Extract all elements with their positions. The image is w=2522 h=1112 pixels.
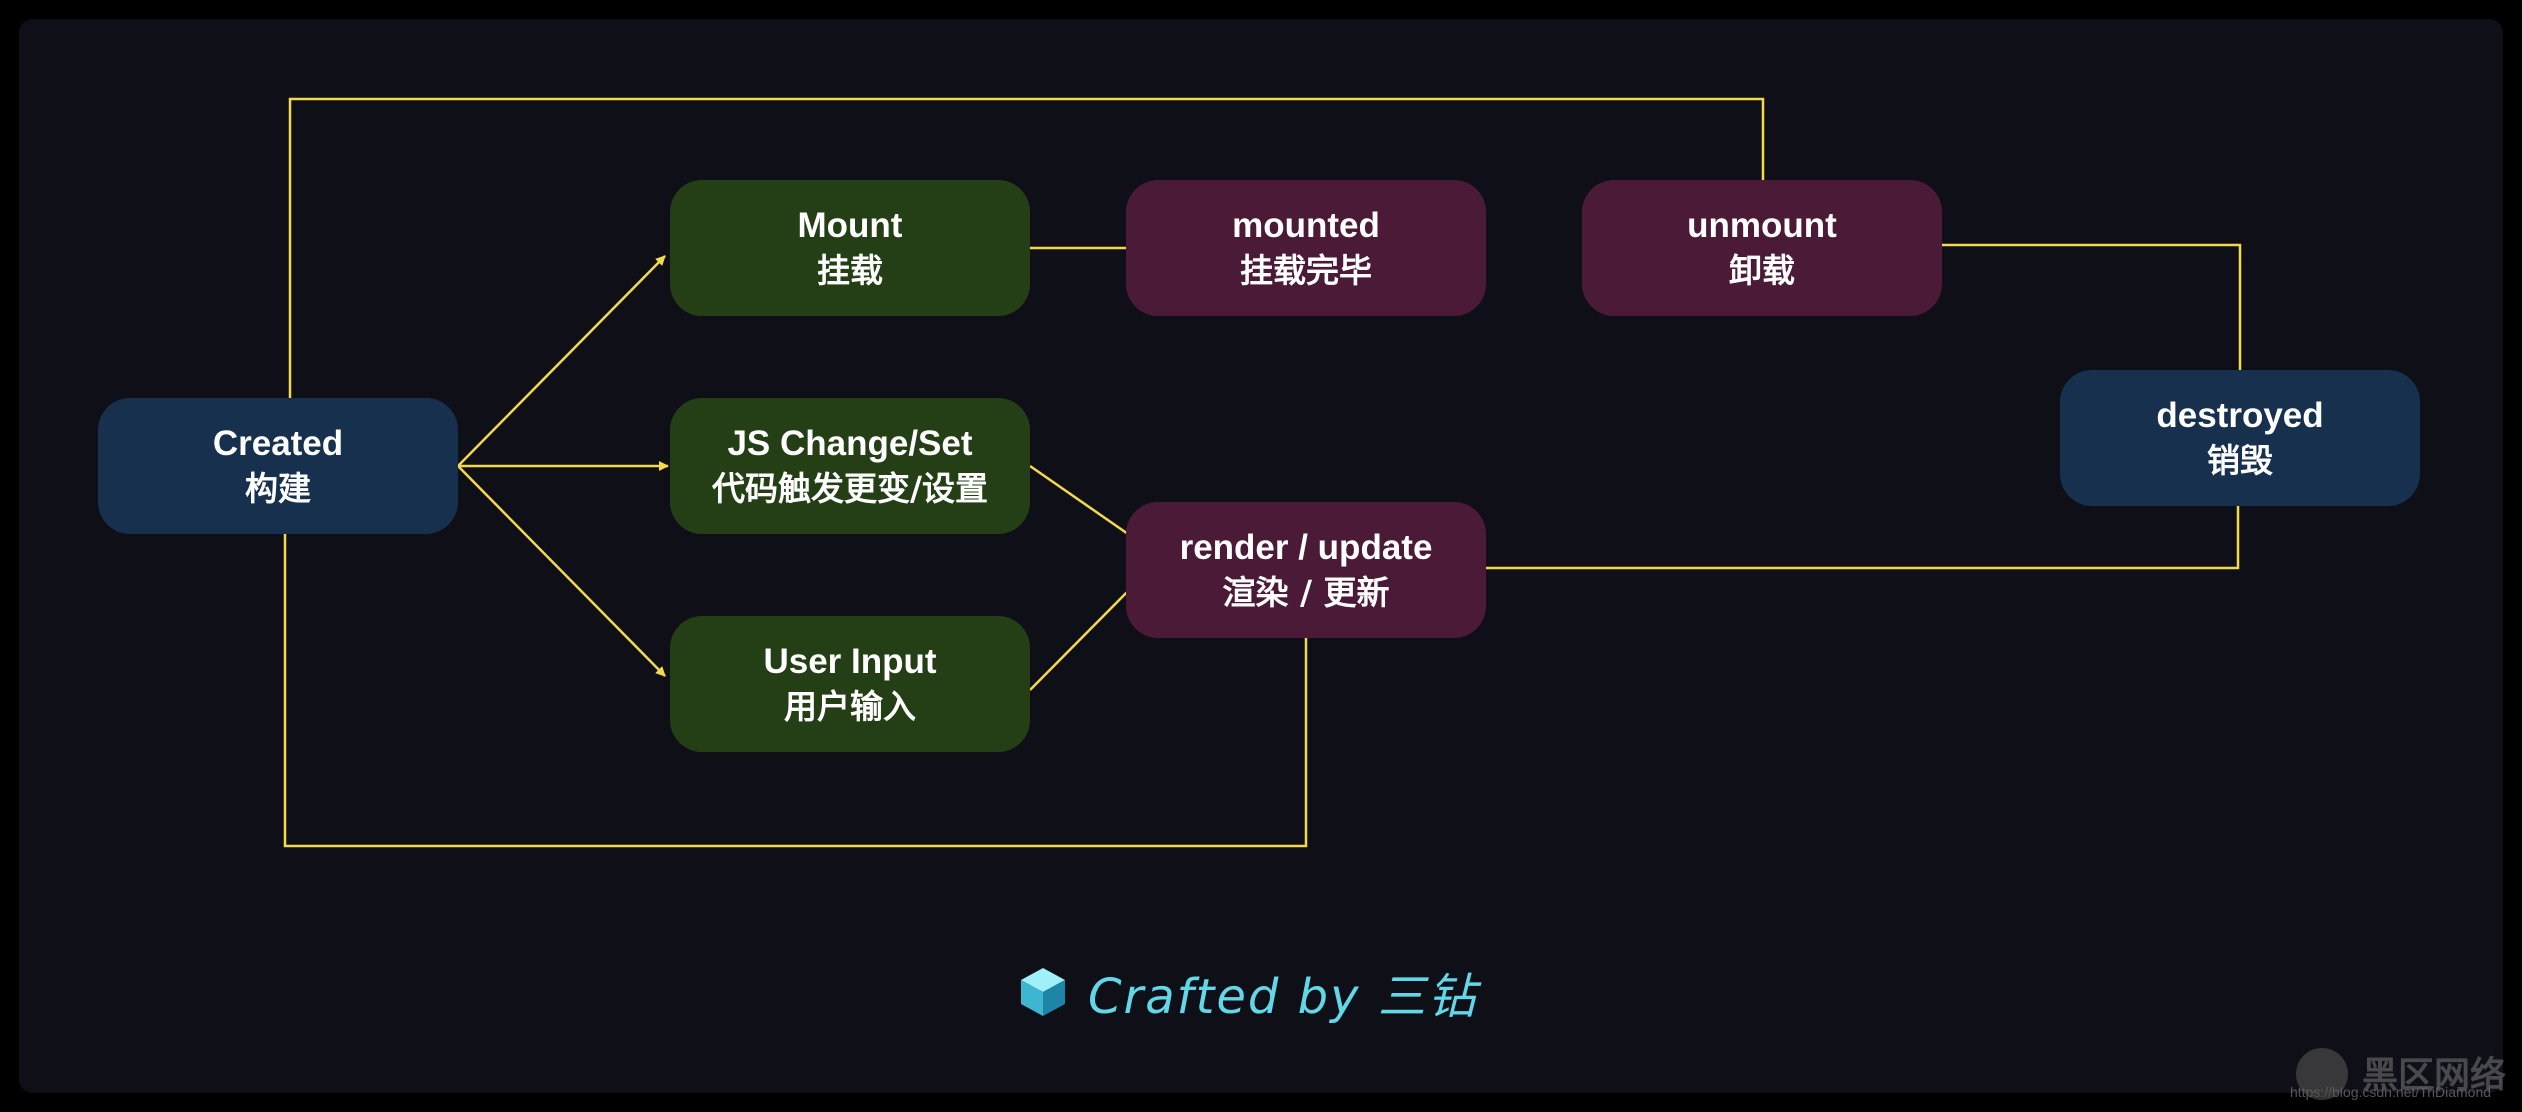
node-render-update-label: render / update [1179, 528, 1433, 567]
edge-render-to-destroyed [1486, 490, 2243, 570]
node-js-change[interactable]: JS Change/Set 代码触发更变/设置 [670, 398, 1030, 534]
edge-created-to-mount [457, 255, 666, 467]
edge-user-input-to-render [1029, 577, 1142, 691]
node-unmount-sublabel: 卸载 [1729, 251, 1795, 290]
node-mount-sublabel: 挂载 [817, 251, 883, 290]
node-mounted-label: mounted [1232, 206, 1380, 245]
node-mount-label: Mount [797, 206, 903, 245]
edge-unmount-to-destroyed [1942, 243, 2245, 381]
node-destroyed[interactable]: destroyed 销毁 [2060, 370, 2420, 506]
edge-render-to-created [280, 523, 1308, 848]
watermark: 黑区网络 https://blog.csdn.net/TriDiamond [2290, 1046, 2520, 1100]
cube-icon [1021, 968, 1065, 1016]
node-mounted[interactable]: mounted 挂载完毕 [1126, 180, 1486, 316]
node-js-change-label: JS Change/Set [727, 424, 973, 463]
node-created[interactable]: Created 构建 [98, 398, 458, 534]
node-destroyed-sublabel: 销毁 [2207, 441, 2273, 480]
node-user-input-label: User Input [763, 642, 937, 681]
node-user-input[interactable]: User Input 用户输入 [670, 616, 1030, 752]
node-mounted-sublabel: 挂载完毕 [1240, 251, 1372, 290]
node-created-sublabel: 构建 [245, 469, 311, 508]
node-js-change-sublabel: 代码触发更变/设置 [711, 469, 989, 508]
credit-text: Crafted by 三钻 [1088, 969, 1478, 1025]
node-destroyed-label: destroyed [2156, 396, 2324, 435]
node-mount[interactable]: Mount 挂载 [670, 180, 1030, 316]
node-render-update[interactable]: render / update 渲染 / 更新 [1126, 502, 1486, 638]
node-unmount[interactable]: unmount 卸载 [1582, 180, 1942, 316]
node-created-label: Created [212, 424, 344, 463]
edge-unmount-to-created [285, 97, 1765, 412]
node-user-input-sublabel: 用户输入 [784, 687, 916, 726]
edge-created-to-user-input [457, 465, 666, 677]
watermark-url: https://blog.csdn.net/TriDiamond [2290, 1084, 2492, 1100]
node-unmount-label: unmount [1687, 206, 1837, 245]
node-render-update-sublabel: 渲染 / 更新 [1222, 573, 1390, 612]
edge-js-change-to-render [1029, 464, 1142, 545]
watermark-text: 黑区网络 [2362, 1055, 2507, 1096]
credit: Crafted by 三钻 [1016, 962, 1478, 1025]
watermark-logo-icon [2296, 1048, 2348, 1100]
